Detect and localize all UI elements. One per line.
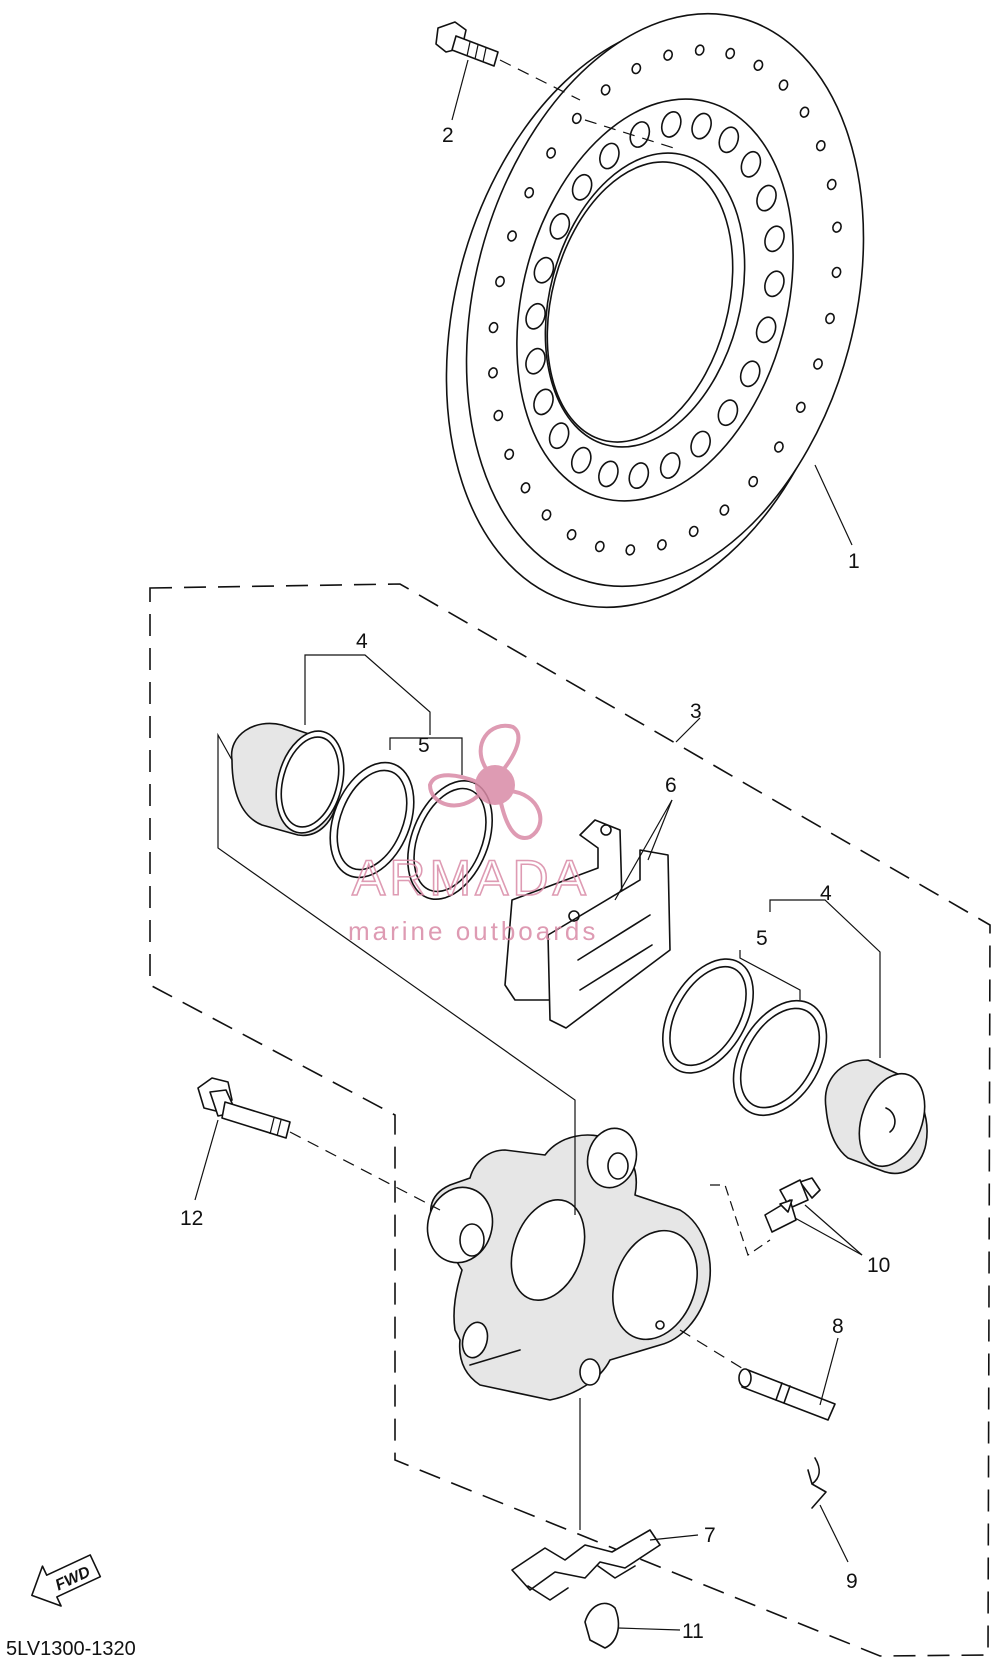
pad-spring: [511, 1529, 661, 1601]
leader-lines: [194, 59, 881, 1631]
vent-hole: [756, 184, 777, 212]
pad-shim: [584, 1602, 620, 1649]
brake-disc: [445, 12, 865, 609]
vent-hole: [600, 84, 611, 96]
bleed-screw: [764, 1177, 821, 1233]
vent-hole: [548, 422, 570, 450]
vent-hole: [659, 452, 681, 479]
vent-hole: [566, 529, 577, 541]
watermark-subtitle: marine outboards: [348, 916, 598, 946]
propeller-icon: [427, 723, 543, 840]
vent-hole: [504, 448, 515, 460]
callout-11: 11: [682, 1620, 704, 1643]
callout-9: 9: [846, 1570, 858, 1593]
callout-2: 2: [442, 124, 454, 147]
vent-hole: [755, 316, 777, 344]
diagram-code: 5LV1300-1320: [6, 1638, 136, 1660]
vent-hole: [525, 347, 546, 375]
vent-hole: [826, 178, 837, 191]
callout-3: 3: [690, 700, 702, 723]
caliper-body: [426, 1127, 711, 1401]
vent-hole: [764, 270, 785, 298]
vent-hole: [825, 312, 835, 325]
vent-hole: [571, 173, 593, 201]
vent-hole: [753, 59, 764, 71]
vent-hole: [764, 225, 785, 253]
vent-hole: [631, 62, 642, 75]
vent-hole: [718, 126, 740, 154]
vent-hole: [520, 482, 531, 494]
piston-seal-right: [661, 958, 755, 1074]
callout-4-left: 4: [356, 630, 368, 653]
vent-hole: [495, 275, 505, 288]
vent-hole: [599, 142, 620, 170]
callouts: 1 2 3 4 5 6 4 5 12 10 8 9 7 11: [180, 124, 890, 1643]
vent-hole: [549, 212, 571, 240]
callout-10: 10: [867, 1254, 890, 1277]
vent-hole: [656, 539, 667, 551]
vent-hole: [628, 462, 650, 489]
vent-hole: [688, 525, 699, 538]
callout-5-right: 5: [756, 927, 768, 950]
disc-bolt: [435, 21, 499, 67]
vent-hole: [815, 140, 826, 152]
vent-hole: [525, 302, 546, 330]
callout-1: 1: [848, 550, 860, 573]
caliper-assembly-boundary: [149, 583, 991, 1657]
vent-hole: [660, 111, 682, 138]
brake-pads: [504, 819, 671, 1029]
vent-hole: [831, 266, 842, 279]
disc-vent-holes: [488, 44, 842, 556]
vent-hole: [594, 540, 605, 553]
dust-seal-right: [732, 999, 828, 1117]
watermark: ARMADA marine outboards: [348, 723, 598, 946]
vent-hole: [488, 367, 498, 379]
vent-hole: [533, 388, 554, 416]
callout-4-right: 4: [820, 882, 832, 905]
vent-hole: [488, 321, 499, 334]
vent-hole: [507, 230, 517, 242]
callout-6: 6: [665, 774, 677, 797]
callout-12: 12: [180, 1207, 203, 1230]
vent-hole: [524, 187, 535, 199]
vent-hole: [717, 399, 739, 427]
vent-hole: [541, 509, 552, 521]
vent-hole: [799, 106, 810, 118]
fwd-arrow: FWD: [31, 1554, 102, 1607]
vent-hole: [748, 475, 759, 488]
vent-hole: [663, 49, 674, 61]
vent-hole: [533, 256, 555, 284]
vent-hole: [546, 147, 557, 159]
vent-hole: [739, 360, 761, 388]
vent-hole: [690, 430, 711, 458]
callout-5-left: 5: [418, 734, 430, 757]
vent-hole: [778, 79, 789, 91]
vent-hole: [493, 409, 504, 422]
caliper-bolt: [197, 1077, 291, 1139]
vent-hole: [598, 460, 619, 488]
pad-pin: [738, 1368, 836, 1421]
vent-hole: [691, 112, 712, 140]
vent-hole: [629, 121, 651, 148]
vent-hole: [795, 401, 806, 413]
piston-right: [824, 1059, 928, 1175]
callout-7: 7: [704, 1524, 716, 1547]
vent-hole: [740, 150, 762, 178]
piston-left: [230, 722, 345, 837]
vent-hole: [725, 47, 736, 60]
vent-hole: [773, 441, 784, 453]
vent-hole: [719, 504, 730, 516]
vent-hole: [832, 221, 842, 233]
vent-hole: [694, 44, 705, 56]
pin-clip: [807, 1457, 827, 1509]
vent-hole: [570, 446, 592, 474]
callout-8: 8: [832, 1315, 844, 1338]
piston-seal-left: [329, 761, 415, 879]
vent-hole: [571, 112, 582, 125]
vent-hole: [625, 544, 636, 556]
watermark-title: ARMADA: [352, 850, 590, 906]
vent-hole: [813, 358, 823, 370]
